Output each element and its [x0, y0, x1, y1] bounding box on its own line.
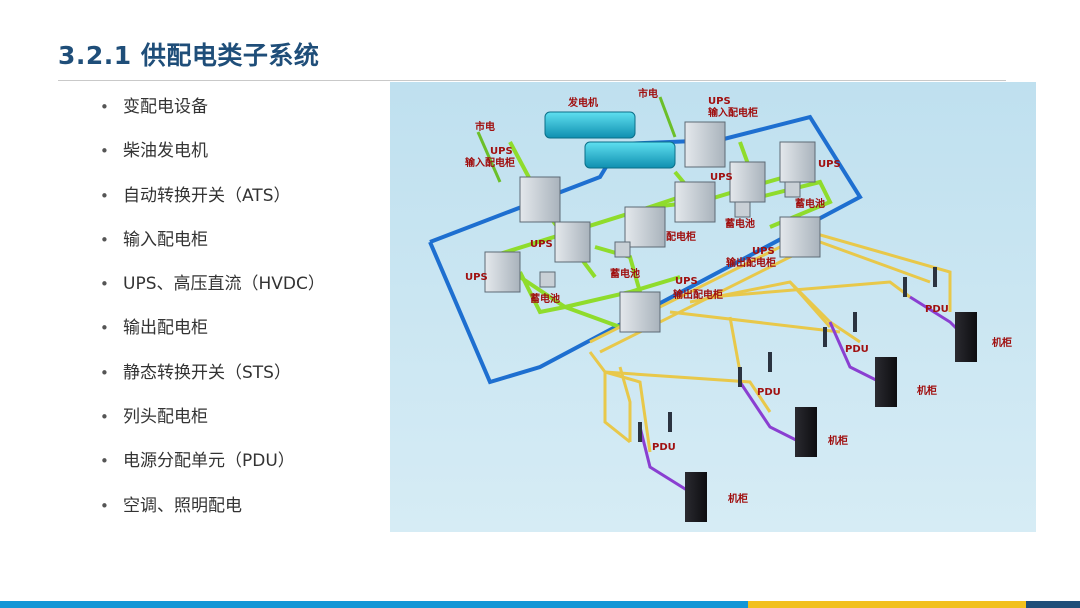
ups-cabinet-d — [779, 141, 816, 183]
bullet-dot-icon: • — [100, 98, 109, 116]
bullet-item: • 静态转换开关（STS） — [100, 358, 325, 402]
bullet-item: • 空调、照明配电 — [100, 491, 325, 535]
bullet-dot-icon: • — [100, 408, 109, 427]
bullet-text: 输出配电柜 — [123, 318, 208, 339]
power-system-diagram: 市电 发电机 市电 UPS 输入配电柜 UPS 输入配电柜 UPS UPS UP… — [390, 82, 1036, 532]
bullet-item: • UPS、高压直流（HVDC） — [100, 269, 325, 313]
footer-bar-navy — [1026, 601, 1080, 608]
bullet-text: 空调、照明配电 — [123, 495, 242, 516]
bullet-text: UPS、高压直流（HVDC） — [123, 274, 325, 295]
bullet-dot-icon: • — [100, 230, 109, 249]
label-battery-2: 蓄电池 — [530, 292, 560, 305]
bullet-item: • 变配电设备 — [100, 92, 325, 136]
bullet-dot-icon: • — [100, 275, 109, 294]
bullet-list: • 变配电设备 • 柴油发电机 • 自动转换开关（ATS） • 输入配电柜 • UPS、高… — [100, 92, 325, 535]
label-ups-output-right-2: 输出配电柜 — [726, 256, 776, 269]
label-pdu-3: PDU — [845, 344, 869, 355]
label-grid-right: 市电 — [638, 87, 658, 100]
bullet-dot-icon: • — [100, 452, 109, 471]
bullet-item: • 自动转换开关（ATS） — [100, 181, 325, 225]
label-dist-cab: 配电柜 — [666, 230, 696, 243]
racks — [685, 312, 977, 522]
cabinets — [484, 121, 821, 333]
bullet-item: • 列头配电柜 — [100, 402, 325, 446]
ups-cabinet-c — [729, 161, 766, 203]
bullet-text: 列头配电柜 — [123, 407, 208, 428]
generator-icon — [544, 111, 676, 169]
bullet-dot-icon: • — [100, 363, 109, 382]
label-pdu-4: PDU — [925, 304, 949, 315]
ups-cabinet-b — [554, 221, 591, 263]
label-pdu-2: PDU — [757, 387, 781, 398]
bullet-text: 自动转换开关（ATS） — [123, 185, 291, 206]
bullet-text: 变配电设备 — [123, 97, 208, 117]
rack-4 — [955, 312, 977, 362]
grid-feed — [476, 96, 677, 183]
label-ups-d: UPS — [818, 159, 841, 170]
label-ups-output-left-1: UPS — [675, 276, 698, 287]
battery-2 — [539, 271, 556, 288]
bullet-dot-icon: • — [100, 186, 109, 205]
bullet-item: • 输出配电柜 — [100, 313, 325, 357]
label-ups-input-right-1: UPS — [708, 96, 731, 107]
bullet-dot-icon: • — [100, 496, 109, 515]
dist-cab-2 — [674, 181, 716, 223]
label-ups-input-left-1: UPS — [490, 146, 513, 157]
rack-3 — [875, 357, 897, 407]
label-rack-3: 机柜 — [917, 384, 937, 397]
footer-bar-gold — [748, 601, 1026, 608]
label-ups-input-right-2: 输入配电柜 — [708, 106, 758, 119]
page-title: 3.2.1 供配电类子系统 — [58, 41, 320, 70]
diagram-labels: 市电 发电机 市电 UPS 输入配电柜 UPS 输入配电柜 UPS UPS UP… — [465, 87, 1012, 505]
label-pdu-1: PDU — [652, 442, 676, 453]
rack-2 — [795, 407, 817, 457]
footer-bar-blue — [0, 601, 748, 608]
bullet-dot-icon: • — [100, 319, 109, 338]
label-grid-left: 市电 — [475, 120, 495, 133]
ups-input-cabinet-left — [519, 176, 561, 223]
label-ups-output-left-2: 输出配电柜 — [673, 288, 723, 301]
title-divider — [58, 80, 1006, 81]
pdu-posts — [638, 267, 937, 442]
ups-output-cabinet-left — [619, 291, 661, 333]
label-battery-3: 蓄电池 — [725, 217, 755, 230]
rack-1 — [685, 472, 707, 522]
label-ups-output-right-1: UPS — [752, 246, 775, 257]
label-battery-1: 蓄电池 — [610, 267, 640, 280]
label-ups-input-left-2: 输入配电柜 — [465, 156, 515, 169]
bullet-item: • 电源分配单元（PDU） — [100, 446, 325, 490]
label-ups-b: UPS — [530, 239, 553, 250]
ups-cabinet-a — [484, 251, 521, 293]
label-rack-1: 机柜 — [728, 492, 748, 505]
bullet-item: • 柴油发电机 — [100, 136, 325, 180]
bullet-dot-icon: • — [100, 142, 109, 161]
label-generator: 发电机 — [567, 96, 598, 109]
distribution-cabinet — [624, 206, 666, 248]
ups-input-cabinet-right — [684, 121, 726, 168]
bullet-text: 静态转换开关（STS） — [123, 362, 291, 383]
bullet-text: 电源分配单元（PDU） — [123, 451, 295, 472]
label-ups-c: UPS — [710, 172, 733, 183]
battery-4 — [784, 181, 801, 198]
bullet-item: • 输入配电柜 — [100, 225, 325, 269]
bullet-text: 柴油发电机 — [123, 141, 208, 162]
label-battery-4: 蓄电池 — [795, 197, 825, 210]
bullet-text: 输入配电柜 — [123, 229, 208, 250]
label-ups-a: UPS — [465, 272, 488, 283]
label-rack-2: 机柜 — [828, 434, 848, 447]
battery-1 — [614, 241, 631, 258]
label-rack-4: 机柜 — [992, 336, 1012, 349]
ups-output-cabinet-right — [779, 216, 821, 258]
battery-3 — [734, 201, 751, 218]
